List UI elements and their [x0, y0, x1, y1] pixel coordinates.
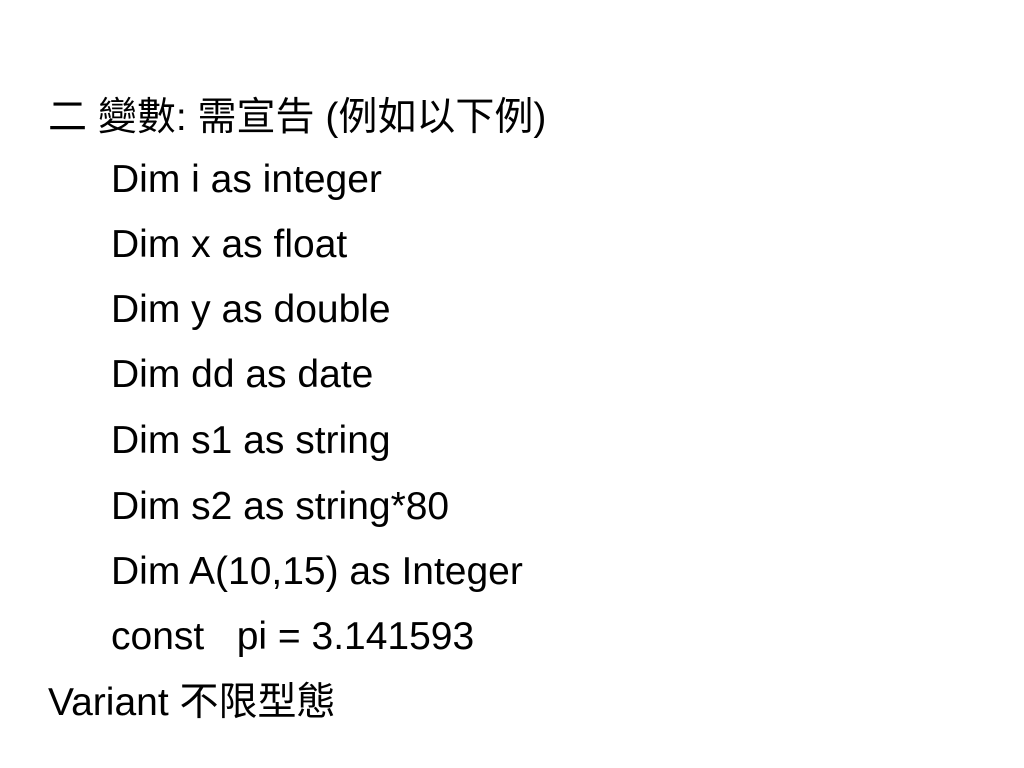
code-line-dim-a: Dim A(10,15) as Integer: [111, 550, 523, 593]
code-line-dim-y: Dim y as double: [111, 288, 391, 331]
code-line-dim-x: Dim x as float: [111, 223, 348, 266]
code-line-const-pi: const pi = 3.141593: [111, 615, 475, 658]
slide-heading: 二 變數: 需宣告 (例如以下例): [48, 96, 547, 139]
slide-footer-variant: Variant 不限型態: [48, 681, 336, 724]
code-line-dim-dd: Dim dd as date: [111, 353, 374, 396]
code-line-dim-i: Dim i as integer: [111, 158, 382, 201]
code-line-dim-s2: Dim s2 as string*80: [111, 485, 450, 528]
code-line-dim-s1: Dim s1 as string: [111, 419, 391, 462]
